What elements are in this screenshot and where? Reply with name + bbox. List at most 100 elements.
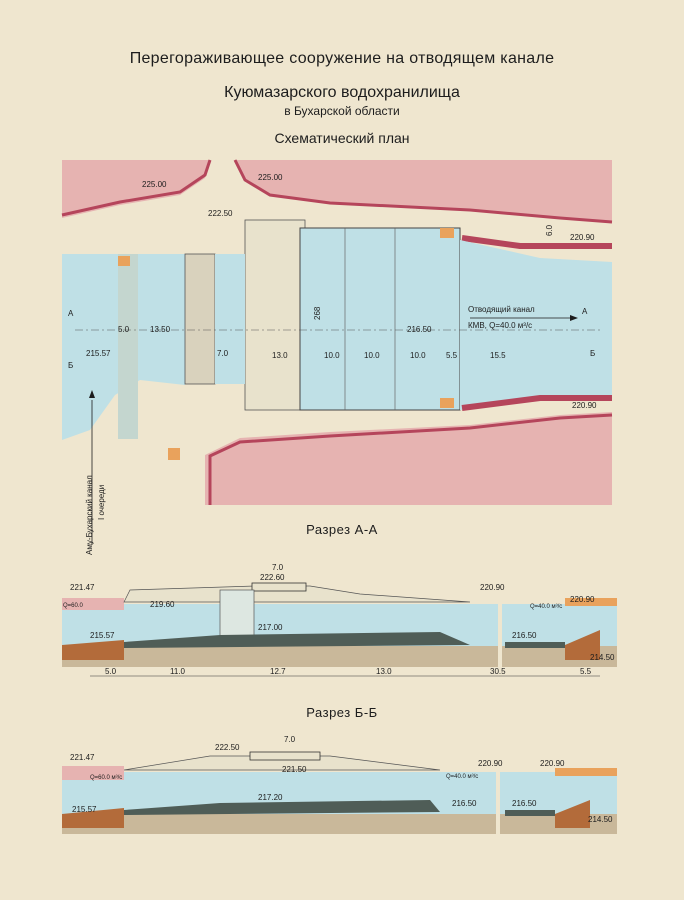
title-line1: Перегораживающее сооружение на отводящем… xyxy=(129,50,555,67)
plan-dim-5-5: 5.5 xyxy=(446,351,458,360)
plan-bottom-levee xyxy=(205,412,612,505)
plan-elev-220-90-bottom: 220.90 xyxy=(572,401,597,410)
bb-elev-222-50: 222.50 xyxy=(215,743,240,752)
plan-outlet-channel xyxy=(460,240,612,410)
plan-outlet-label-1: Отводящий канал xyxy=(468,305,535,314)
bb-concrete-floor-right xyxy=(505,810,555,816)
bb-bank-left xyxy=(62,766,124,780)
bb-elev-215-57: 215.57 xyxy=(72,805,97,814)
plan-top-levee-edge-right xyxy=(233,159,613,224)
aa-dim-2: 12.7 xyxy=(270,667,286,676)
bb-elev-214-50: 214.50 xyxy=(588,815,613,824)
aa-elev-216-50: 216.50 xyxy=(512,631,537,640)
bb-q-right: Q=40.0 м³/с xyxy=(446,774,478,780)
aa-gate xyxy=(219,589,255,643)
plan-top-levee-right xyxy=(235,160,612,222)
aa-q-right: Q=40.0 м³/с xyxy=(530,604,562,610)
plan-pier-1 xyxy=(118,256,130,266)
aa-dim-0: 5.0 xyxy=(105,667,117,676)
bb-embankment xyxy=(123,755,441,771)
bb-dim-top-7-0: 7.0 xyxy=(284,735,296,744)
bb-riprap-left xyxy=(62,808,124,828)
plan-elev-220-90-top: 220.90 xyxy=(570,233,595,242)
aa-elev-220-90-b: 220.90 xyxy=(570,595,595,604)
aa-deck xyxy=(251,582,307,592)
aa-elev-217-00: 217.00 xyxy=(258,623,283,632)
plan-elev-216-50: 216.50 xyxy=(407,325,432,334)
plan-marker-b-right: Б xyxy=(590,349,595,358)
aa-elev-219-60: 219.60 xyxy=(150,600,175,609)
plan-heading: Схематический план xyxy=(274,130,410,146)
plan-outlet-arrowhead xyxy=(570,315,578,321)
bb-elev-221-47: 221.47 xyxy=(70,753,95,762)
section-bb-heading: Разрез Б-Б xyxy=(306,705,378,720)
plan-top-levee xyxy=(62,160,210,218)
plan-bottom-levee-edge xyxy=(208,413,613,505)
aa-concrete-floor-right xyxy=(505,642,565,648)
aa-elev-214-50: 214.50 xyxy=(590,653,615,662)
plan-top-levee-edge xyxy=(61,159,212,217)
aa-riprap-right xyxy=(565,630,600,660)
plan-dim-10-0-a: 10.0 xyxy=(324,351,340,360)
bb-concrete-floor xyxy=(124,800,440,815)
aa-dim-top-7-0: 7.0 xyxy=(272,563,284,572)
aa-riprap-left xyxy=(62,640,124,660)
plan-dim-10-0-c: 10.0 xyxy=(410,351,426,360)
aa-ground xyxy=(62,645,617,667)
plan-bottom-bank-line xyxy=(461,395,612,411)
bb-elev-220-90-b: 220.90 xyxy=(540,759,565,768)
plan-dim-7-0: 7.0 xyxy=(217,349,229,358)
aa-bank-right xyxy=(565,598,617,606)
bb-ground xyxy=(62,812,617,834)
plan-dim-10-0-b: 10.0 xyxy=(364,351,380,360)
bb-bank-right xyxy=(555,768,617,776)
aa-q-left: Q=60.0 xyxy=(63,603,84,609)
plan-inlet-canal-label-2: I очереди xyxy=(97,485,106,520)
bb-deck xyxy=(249,751,321,761)
plan-mid-water xyxy=(215,254,245,384)
plan-bank-line xyxy=(461,235,612,249)
plan-inlet-canal-label: Аму-Бухарский канал xyxy=(85,475,94,555)
plan-upstream-wall xyxy=(118,254,138,439)
aa-bank-left xyxy=(62,598,124,610)
aa-embankment xyxy=(123,585,471,603)
aa-dim-1: 11.0 xyxy=(170,667,186,676)
title-line3: в Бухарской области xyxy=(284,104,400,118)
aa-elev-222-60: 222.60 xyxy=(260,573,285,582)
bb-elev-216-50-b: 216.50 xyxy=(512,799,537,808)
title-line2: Куюмазарского водохранилища xyxy=(224,84,460,101)
plan-elev-225-right: 225.00 xyxy=(258,173,283,182)
plan-dim-6-0: 6.0 xyxy=(545,224,554,236)
aa-concrete-floor xyxy=(124,632,470,648)
aa-elev-221-47: 221.47 xyxy=(70,583,95,592)
plan-outlet-label-2: КМВ, Q=40.0 м³/с xyxy=(468,321,532,330)
plan-pier-2 xyxy=(440,228,454,238)
plan-inlet-arrowhead xyxy=(89,390,95,398)
aa-elev-220-90-a: 220.90 xyxy=(480,583,505,592)
aa-dim-4: 30.5 xyxy=(490,667,506,676)
plan-dim-5-0: 5.0 xyxy=(118,325,130,334)
plan-elev-225-left: 225.00 xyxy=(142,180,167,189)
section-aa-heading: Разрез А-А xyxy=(306,522,378,537)
bb-riprap-right xyxy=(555,800,590,828)
plan-marker-a-right: А xyxy=(582,307,588,316)
plan-dim-13-0: 13.0 xyxy=(272,351,288,360)
bb-elev-216-50-a: 216.50 xyxy=(452,799,477,808)
plan-marker-b-left: Б xyxy=(68,361,73,370)
plan-pier-4 xyxy=(168,448,180,460)
plan-dim-268: 268 xyxy=(313,306,322,320)
plan-dim-15-5: 15.5 xyxy=(490,351,506,360)
aa-dim-5: 5.5 xyxy=(580,667,592,676)
bb-elev-220-90-a: 220.90 xyxy=(478,759,503,768)
plan-marker-a-left: А xyxy=(68,309,74,318)
plan-weir-deck xyxy=(184,253,216,385)
plan-elev-215-57: 215.57 xyxy=(86,349,111,358)
plan-dim-13-50: 13.50 xyxy=(150,325,171,334)
plan-stilling-basin xyxy=(299,227,461,411)
plan-pier-3 xyxy=(440,398,454,408)
